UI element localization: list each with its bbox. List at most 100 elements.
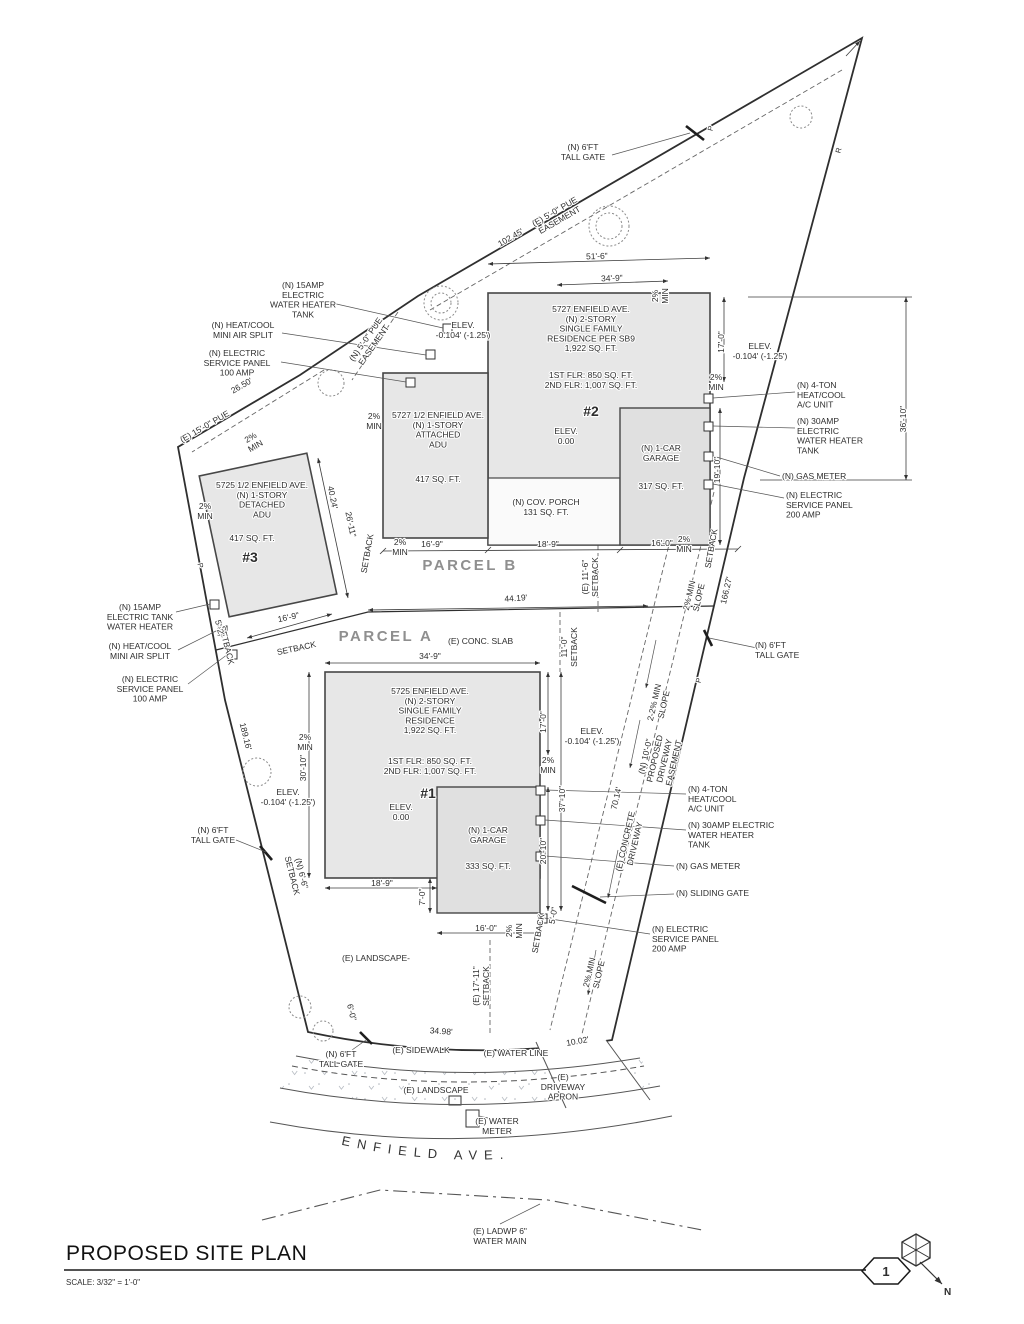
label-417sf: 417 SQ. FT. [415,474,460,484]
parcel-b-label: PARCEL B [422,557,517,574]
label-pue-easement: (E) 5'-0" PUEEASEMENT [530,194,584,237]
label-333sf: 333 SQ. FT. [465,861,510,871]
label-sidewalk: (E) SIDEWALK [392,1045,450,1055]
curb-line [269,1115,673,1140]
sheet-number-hexagon [860,1257,912,1285]
label-pue-15: (E) 15'-0" PUE [178,408,231,444]
building-2-garage [619,407,711,546]
label-slope: 2% MINSLOPE [681,579,707,613]
street-area [261,1039,703,1231]
label-landscape: (E) LANDSCAPE- [342,953,410,963]
label-dim-17-0: 17'-0" [538,711,548,733]
label-slope: 2% MINSLOPE [581,956,607,990]
easement-setback-lines [191,69,843,1036]
gate-symbol [702,629,714,647]
label-dim-7-0: 7'-0" [417,889,427,906]
sliding-gate-symbol [571,884,607,905]
service-panel-icon [227,649,238,660]
line-marker-p: P [195,562,205,569]
tree-icon [312,1020,334,1042]
apron-edge [605,1039,651,1101]
label-dim-16-0: 16'-0" [475,923,497,933]
north-label: N [944,1287,951,1298]
label-2min: 2%MIN [366,411,382,431]
dimension-lines [246,256,912,935]
tree-icon [242,757,272,787]
label-setback: SETBACK [276,639,317,657]
label-pue-easement: (N) 5'-0" PUEEASEMENT [347,315,393,368]
water-heater-icon [209,599,220,610]
label-dim-34-9: 34'-9" [601,273,623,284]
label-setback-5-2: 5'-2" [213,619,227,638]
label-landscape: (E) LANDSCAPE [403,1085,469,1095]
ac-unit-icon [535,785,546,796]
ac-unit-icon [703,393,714,404]
label-slope-22: 2-2% MINSLOPE [645,683,673,724]
apron-edge [535,1041,567,1109]
gate-symbol [259,845,273,861]
label-conc-slab: (E) CONC. SLAB [448,636,514,646]
label-setback-17-11: (E) 17'-11"SETBACK [471,966,491,1006]
label-dim-16-9: 16'-9" [421,539,443,549]
street-name: ENFIELD AVE. [340,1133,510,1163]
label-dim-19-10: 19'-10" [712,457,722,483]
label-2min: 2%MIN [504,923,524,939]
label-gas-meter: (N) GAS METER [676,861,740,871]
label-drv-easement: (N) 10'-0"PROPOSEDDRIVEWAYEASEMENT [635,732,684,788]
label-dim-26-50: 26.50' [229,375,254,395]
sheet-number: 1 [882,1264,889,1279]
title-block: PROPOSED SITE PLAN SCALE: 3/32" = 1'-0" … [64,1233,952,1299]
label-setback-6-6: (N) 6'-6"SETBACK [283,853,312,897]
gas-meter-icon [535,851,546,862]
line-marker-p: P [694,677,704,684]
label-floor-areas: 1ST FLR: 850 SQ. FT.2ND FLR: 1,007 SQ. F… [545,370,638,390]
tree-icon [430,292,452,314]
mini-split-icon [217,625,228,636]
label-water-line: (E) WATER LINE [484,1048,549,1058]
line-marker-r: R [834,146,844,154]
label-dim-36-10: 36'-10" [898,406,908,432]
trees [242,105,813,1042]
label-setback-11-6: (E) 11'-6"SETBACK [580,557,600,597]
water-heater-icon [535,815,546,826]
label-unit-2: #2 [583,403,599,419]
label-floor-areas: 1ST FLR: 850 SQ. FT.2ND FLR: 1,007 SQ. F… [384,756,477,776]
label-2min: 2%MIN [540,755,556,775]
label-elev-0: ELEV.0.00 [554,426,577,446]
label-2min: 2%MIN [676,534,692,554]
tree-icon [288,995,312,1019]
label-dim-16-0: 16'-0" [651,538,673,548]
label-elev: ELEV.-0.104' (-1.25') [261,787,316,807]
label-conc-driveway: (E) CONCRETEDRIVEWAY [613,810,646,875]
label-dim-20-10: 20'-10" [538,838,548,864]
service-panel-icon [703,479,714,490]
label-elev: ELEV.-0.104' (-1.25') [733,341,788,361]
tree-icon [317,369,345,397]
label-unit-1: #1 [420,785,436,801]
landscape-line [279,1085,661,1105]
label-setback-11-0: 11'-0"SETBACK [559,627,579,667]
tree-icon [588,205,630,247]
label-water-main: (E) LADWP 6"WATER MAIN [473,1226,527,1246]
label-417sf: 417 SQ. FT. [229,533,274,543]
label-2min: 2%MIN [650,288,670,304]
leader-lines [175,132,796,1225]
label-dim-17-0: 17'-0" [716,331,726,353]
label-317sf: 317 SQ. FT. [638,481,683,491]
label-dim-34-9: 34'-9" [419,651,441,661]
water-meter-icon [465,1109,480,1128]
